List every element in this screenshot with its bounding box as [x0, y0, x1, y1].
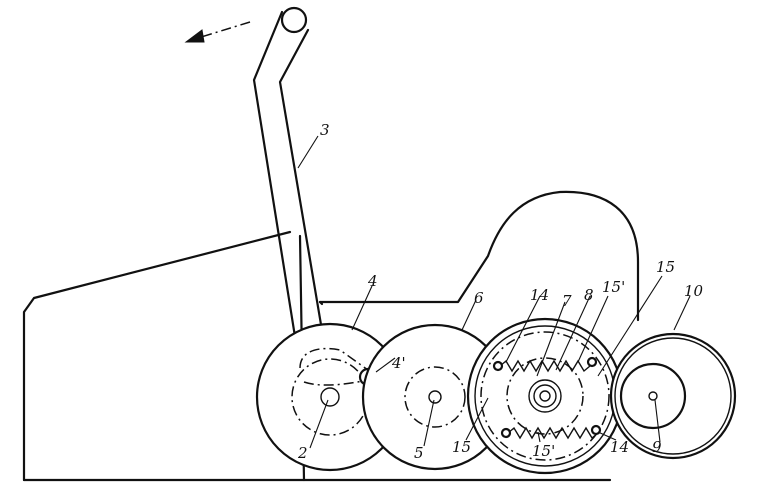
pin-bottom-left [500, 427, 512, 439]
label-15-right: 15 [656, 258, 675, 276]
label-15-left: 15 [452, 438, 471, 456]
label-8: 8 [584, 286, 594, 304]
label-5: 5 [414, 444, 424, 462]
label-15prime-bottom: 15' [532, 442, 555, 460]
handle-grip [280, 6, 308, 34]
motion-arrow [184, 21, 251, 43]
spring-bottom [507, 426, 600, 440]
label-6: 6 [474, 289, 484, 307]
reference-labels: 3 4 4' 6 14 7 8 15' 15 10 2 5 15 15' 14 … [297, 121, 704, 462]
label-15prime-top: 15' [602, 278, 625, 296]
label-4: 4 [367, 272, 378, 290]
label-2: 2 [297, 444, 308, 462]
leader-lines [297, 135, 691, 449]
roller-10 [609, 332, 737, 460]
label-4prime: 4' [391, 354, 406, 372]
label-14-bottom: 14 [610, 438, 629, 456]
label-10: 10 [684, 282, 704, 300]
spring-top [499, 359, 591, 373]
pin-top-right [586, 356, 598, 368]
label-7: 7 [562, 292, 572, 310]
label-9: 9 [652, 438, 662, 456]
roller-6 [361, 323, 509, 471]
label-3: 3 [320, 121, 330, 139]
pin-14-top-left [492, 360, 504, 372]
handle-lever [252, 6, 330, 370]
label-14-top: 14 [530, 286, 549, 304]
